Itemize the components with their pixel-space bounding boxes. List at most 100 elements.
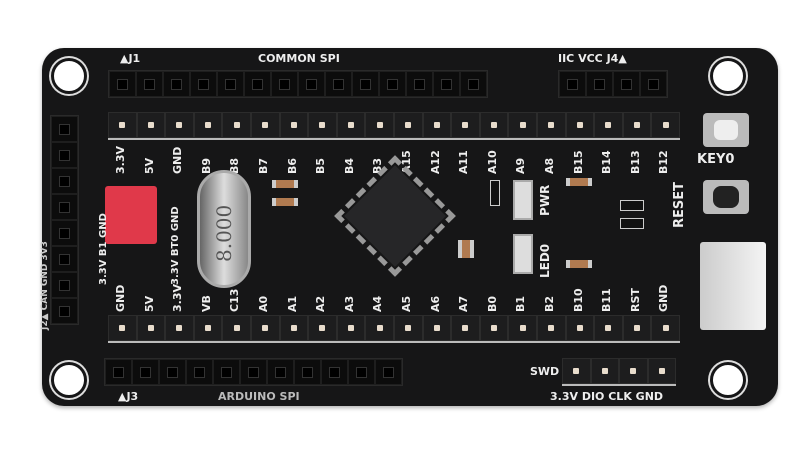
pin-label: A8 — [543, 157, 556, 174]
header-pin — [240, 359, 267, 385]
pin-label: B13 — [628, 150, 642, 174]
pwr-label: PWR — [538, 184, 552, 216]
header-pin — [294, 359, 321, 385]
pin-label: B15 — [571, 150, 585, 174]
resistor — [490, 180, 500, 206]
header-pin — [222, 112, 251, 138]
header-pin — [586, 71, 613, 97]
header-pin — [193, 315, 223, 341]
capacitor — [272, 198, 298, 206]
header-pin — [308, 315, 337, 341]
header-pin — [186, 359, 213, 385]
header-pin — [451, 112, 480, 138]
mounting-hole — [710, 58, 746, 94]
header-pin — [308, 112, 337, 138]
key0-label: KEY0 — [697, 152, 735, 167]
j4-label: IIC VCC J4▲ — [558, 52, 627, 65]
key0-button[interactable] — [703, 113, 749, 147]
header-pin — [375, 359, 402, 385]
header-pin — [51, 220, 78, 246]
header-pin — [559, 71, 586, 97]
swd-header — [562, 358, 677, 386]
micro-usb-port[interactable] — [700, 242, 766, 330]
header-pin — [336, 315, 366, 341]
header-pin — [51, 298, 78, 324]
mounting-hole — [51, 58, 87, 94]
pin-label: RST — [628, 288, 642, 312]
pin-label: A4 — [371, 295, 385, 312]
header-pin — [136, 71, 163, 97]
pin-label: GND — [114, 284, 127, 312]
pin-label: B3 — [371, 157, 385, 174]
header-pin — [136, 112, 166, 138]
header-pin — [132, 359, 159, 385]
header-pin — [51, 168, 78, 194]
mounting-hole — [51, 362, 87, 398]
header-pin — [250, 315, 280, 341]
pin-label: 3.3V — [171, 284, 185, 312]
pin-label: 5V — [142, 295, 156, 312]
pin-label: B14 — [600, 150, 614, 174]
boot-jumper[interactable] — [105, 186, 157, 244]
user-led — [513, 234, 533, 274]
reset-label: RESET — [672, 181, 687, 228]
header-pin — [479, 112, 509, 138]
header-pin — [108, 112, 137, 138]
header-pin — [51, 142, 78, 168]
header-pin — [562, 358, 591, 384]
header-pin — [619, 358, 648, 384]
pin-label: 5V — [142, 157, 156, 174]
header-pin — [165, 112, 194, 138]
header-pin — [536, 315, 566, 341]
header-pin — [451, 315, 480, 341]
capacitor — [458, 240, 474, 258]
header-pin — [479, 315, 509, 341]
pin-label: A0 — [257, 295, 270, 312]
pin-label: A3 — [342, 295, 356, 312]
header-pin — [651, 315, 680, 341]
pin-label: GND — [171, 146, 185, 174]
swd-label: SWD — [530, 365, 560, 378]
capacitor — [566, 178, 592, 186]
pin-label: 3.3V — [114, 146, 127, 174]
resistor — [620, 218, 644, 229]
header-pin — [594, 315, 623, 341]
pin-label: A10 — [485, 150, 499, 174]
j2-label: J2▲ CAN GND 3V3 — [40, 241, 50, 330]
header-pin — [190, 71, 217, 97]
header-pin — [51, 272, 78, 298]
swd-pin-labels: 3.3V DIO CLK GND — [550, 390, 664, 403]
j3-label: ▲J3 — [118, 390, 139, 403]
j2-female-header — [50, 115, 79, 325]
bottom-pin-header — [108, 315, 680, 343]
pin-label: B6 — [285, 157, 299, 174]
pin-label: VB — [199, 295, 213, 312]
capacitor — [272, 180, 298, 188]
pin-label: B2 — [543, 295, 556, 312]
common-spi-label: COMMON SPI — [258, 52, 340, 65]
j1-label: ▲J1 — [120, 52, 141, 65]
pin-label: B0 — [485, 295, 499, 312]
header-pin — [321, 359, 348, 385]
header-pin — [217, 71, 244, 97]
boot1-label: 3.3V B1 GND — [98, 213, 109, 285]
pin-label: B1 — [514, 295, 528, 312]
pin-label: A6 — [428, 295, 442, 312]
header-pin — [594, 112, 623, 138]
header-pin — [651, 112, 680, 138]
header-pin — [433, 71, 460, 97]
header-pin — [298, 71, 325, 97]
header-pin — [222, 315, 251, 341]
pin-label: GND — [657, 284, 671, 312]
header-pin — [163, 71, 190, 97]
header-pin — [565, 112, 595, 138]
header-pin — [536, 112, 566, 138]
header-pin — [279, 315, 309, 341]
header-pin — [422, 315, 452, 341]
crystal-oscillator — [197, 170, 251, 288]
pin-label: A5 — [400, 295, 413, 312]
reset-button[interactable] — [703, 180, 749, 214]
header-pin — [109, 71, 136, 97]
pin-label: B12 — [657, 150, 671, 174]
pin-label: A9 — [514, 157, 528, 174]
